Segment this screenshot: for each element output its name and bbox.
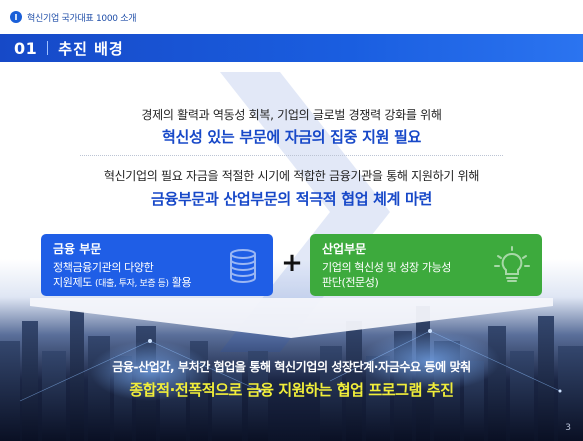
title-bar: 01 추진 배경 [0, 34, 583, 62]
coins-icon [230, 249, 256, 283]
section-badge: I [10, 11, 22, 23]
finance-sector-box: 금융 부문 정책금융기관의 다양한 지원제도 (대출, 투자, 보증 등) 활용 [41, 234, 273, 296]
conclusion-text: 금융-산업간, 부처간 협업을 통해 혁신기업의 성장단계·자금수요 등에 맞춰 [112, 360, 471, 374]
watermark-logo-icon [220, 72, 390, 352]
industry-body-line2: 판단(전문성) [322, 276, 379, 289]
finance-sector-heading: 금융 부문 [53, 242, 102, 256]
page-title: 추진 배경 [58, 39, 124, 58]
finance-body-examples: (대출, 투자, 보증 등) [94, 279, 169, 289]
dotted-divider [80, 155, 503, 156]
background-text-1: 경제의 활력과 역동성 회복, 기업의 글로벌 경쟁력 강화를 위해 [141, 108, 442, 122]
slide-content: 경제의 활력과 역동성 회복, 기업의 글로벌 경쟁력 강화를 위해 혁신성 있… [0, 62, 583, 441]
conclusion-highlight: 종합적·전폭적으로 금융 지원하는 협업 프로그램 추진 [129, 381, 454, 399]
section-label-text: 혁신기업 국가대표 1000 소개 [27, 13, 137, 24]
down-arrow-icon [30, 298, 553, 338]
background-text-2: 혁신기업의 필요 자금을 적절한 시기에 적합한 금융기관을 통해 지원하기 위… [103, 169, 480, 183]
lightbulb-icon [494, 246, 530, 282]
background-highlight-1: 혁신성 있는 부문에 자금의 집중 지원 필요 [161, 128, 422, 146]
city-skyline-image [0, 306, 583, 441]
industry-sector-box: 산업부문 기업의 혁신성 및 성장 가능성 판단(전문성) [310, 234, 542, 296]
industry-sector-body: 기업의 혁신성 및 성장 가능성 판단(전문성) [322, 260, 530, 290]
finance-body-line2a: 지원제도 [53, 276, 95, 289]
section-label: I 혁신기업 국가대표 1000 소개 [10, 9, 137, 25]
background-highlight-2: 금융부문과 산업부문의 적극적 협업 체계 마련 [150, 190, 433, 208]
page-number: 3 [565, 423, 571, 433]
finance-sector-body: 정책금융기관의 다양한 지원제도 (대출, 투자, 보증 등) 활용 [53, 260, 261, 292]
finance-body-line2b: 활용 [168, 276, 192, 289]
title-separator [47, 41, 49, 55]
plus-sign: + [281, 248, 303, 278]
industry-sector-heading: 산업부문 [322, 242, 367, 256]
industry-body-line1: 기업의 혁신성 및 성장 가능성 [322, 261, 452, 274]
finance-body-line1: 정책금융기관의 다양한 [53, 261, 154, 274]
title-number: 01 [14, 38, 38, 58]
